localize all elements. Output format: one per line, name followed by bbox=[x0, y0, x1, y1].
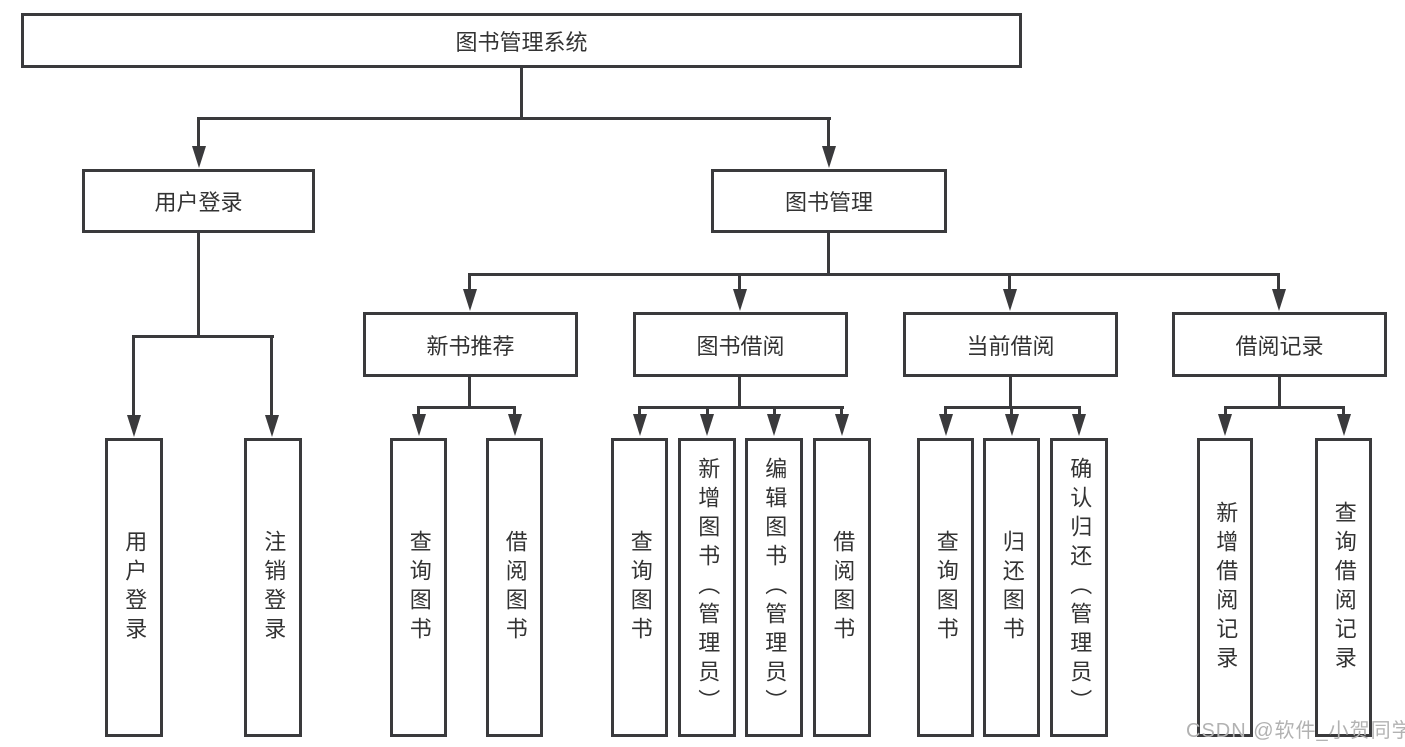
arrow-down-icon bbox=[1003, 289, 1017, 311]
node-label: 编辑图书（管理员） bbox=[762, 457, 788, 718]
connector-bb-hbar bbox=[638, 406, 844, 409]
connector-stem bbox=[840, 406, 843, 416]
arrow-down-icon bbox=[1337, 414, 1351, 436]
connector-stem bbox=[944, 406, 947, 416]
node-leaf-add-borrow-record: 新增借阅记录 bbox=[1197, 438, 1253, 737]
arrow-down-icon bbox=[1218, 414, 1232, 436]
node-label: 用户登录 bbox=[154, 190, 243, 215]
connector-stem-logout-leaf bbox=[270, 335, 273, 417]
node-book-borrowing: 图书借阅 bbox=[633, 312, 848, 377]
node-label: 查询图书 bbox=[627, 529, 653, 646]
connector-stem-current-borrow bbox=[1008, 273, 1011, 291]
node-book-management: 图书管理 bbox=[711, 169, 947, 233]
node-label: 归还图书 bbox=[999, 529, 1025, 646]
connector-stem bbox=[513, 406, 516, 416]
arrow-down-icon bbox=[700, 414, 714, 436]
connector-nbr-hbar bbox=[417, 406, 516, 409]
connector-stem bbox=[1010, 406, 1013, 416]
node-label: 确认归还（管理员） bbox=[1067, 457, 1093, 718]
arrow-down-icon bbox=[767, 414, 781, 436]
connector-stem-new-book bbox=[468, 273, 471, 291]
connector-br-hbar bbox=[1224, 406, 1345, 409]
connector-stem bbox=[1078, 406, 1081, 416]
node-label: 新书推荐 bbox=[426, 333, 515, 359]
connector-br-trunk bbox=[1278, 375, 1281, 406]
arrow-down-icon bbox=[835, 414, 849, 436]
node-label: 借阅记录 bbox=[1235, 333, 1324, 359]
node-new-book-recommend: 新书推荐 bbox=[363, 312, 578, 377]
node-leaf-user-login: 用户登录 bbox=[105, 438, 163, 737]
node-leaf-borrow-books: 借阅图书 bbox=[813, 438, 871, 737]
node-label: 借阅图书 bbox=[502, 529, 528, 646]
connector-stem bbox=[773, 406, 776, 416]
arrow-down-icon bbox=[939, 414, 953, 436]
connector-cb-trunk bbox=[1009, 375, 1012, 406]
node-label: 图书借阅 bbox=[696, 333, 785, 359]
node-label: 查询借阅记录 bbox=[1331, 500, 1357, 675]
node-borrow-records: 借阅记录 bbox=[1172, 312, 1387, 377]
node-label: 新增图书（管理员） bbox=[695, 457, 721, 718]
connector-stem-user-login bbox=[197, 117, 200, 148]
node-label: 新增借阅记录 bbox=[1213, 500, 1239, 675]
connector-nbr-trunk bbox=[468, 375, 471, 406]
node-label: 图书管理系统 bbox=[455, 29, 588, 55]
node-leaf-return-books: 归还图书 bbox=[983, 438, 1040, 737]
node-label: 图书管理 bbox=[784, 190, 873, 215]
arrow-down-icon bbox=[508, 414, 522, 436]
arrow-down-icon bbox=[733, 289, 747, 311]
connector-stem-book-mgmt bbox=[827, 117, 830, 148]
node-current-borrowing: 当前借阅 bbox=[903, 312, 1118, 377]
node-label: 查询图书 bbox=[933, 529, 959, 646]
connector-stem-book-borrow bbox=[738, 273, 741, 291]
connector-bb-trunk bbox=[738, 375, 741, 406]
connector-user-login-hbar bbox=[133, 335, 274, 338]
arrow-down-icon bbox=[822, 146, 836, 168]
connector-stem bbox=[1224, 406, 1227, 416]
node-library-system: 图书管理系统 bbox=[21, 13, 1022, 68]
node-leaf-confirm-return-admin: 确认归还（管理员） bbox=[1050, 438, 1108, 737]
node-leaf-add-books-admin: 新增图书（管理员） bbox=[678, 438, 736, 737]
node-leaf-logout: 注销登录 bbox=[244, 438, 302, 737]
arrow-down-icon bbox=[1072, 414, 1086, 436]
connector-level3-hbar bbox=[468, 273, 1280, 276]
arrow-down-icon bbox=[463, 289, 477, 311]
arrow-down-icon bbox=[265, 415, 279, 437]
node-label: 当前借阅 bbox=[966, 333, 1055, 359]
connector-stem-borrow-record bbox=[1277, 273, 1280, 291]
arrow-down-icon bbox=[412, 414, 426, 436]
node-user-login: 用户登录 bbox=[82, 169, 315, 233]
arrow-down-icon bbox=[127, 415, 141, 437]
node-leaf-edit-books-admin: 编辑图书（管理员） bbox=[745, 438, 803, 737]
node-label: 注销登录 bbox=[261, 529, 287, 646]
node-label: 借阅图书 bbox=[830, 529, 856, 646]
connector-stem bbox=[638, 406, 641, 416]
arrow-down-icon bbox=[633, 414, 647, 436]
arrow-down-icon bbox=[192, 146, 206, 168]
node-label: 查询图书 bbox=[406, 529, 432, 646]
node-leaf-query-borrow-record: 查询借阅记录 bbox=[1315, 438, 1372, 737]
node-leaf-query-books-recommend: 查询图书 bbox=[390, 438, 447, 737]
connector-book-mgmt-trunk bbox=[827, 231, 830, 273]
node-leaf-query-books-borrowing: 查询图书 bbox=[611, 438, 668, 737]
node-leaf-query-books-current: 查询图书 bbox=[917, 438, 974, 737]
watermark: CSDN @软件_小贺同学 bbox=[1186, 720, 1405, 742]
node-leaf-borrow-books-recommend: 借阅图书 bbox=[486, 438, 543, 737]
arrow-down-icon bbox=[1272, 289, 1286, 311]
connector-stem bbox=[706, 406, 709, 416]
connector-user-login-trunk bbox=[197, 231, 200, 335]
connector-root-trunk bbox=[520, 67, 523, 119]
arrow-down-icon bbox=[1005, 414, 1019, 436]
connector-stem-login-leaf bbox=[132, 335, 135, 417]
node-label: 用户登录 bbox=[122, 529, 148, 646]
connector-level2-hbar bbox=[198, 117, 831, 120]
connector-stem bbox=[1342, 406, 1345, 416]
connector-stem bbox=[417, 406, 420, 416]
